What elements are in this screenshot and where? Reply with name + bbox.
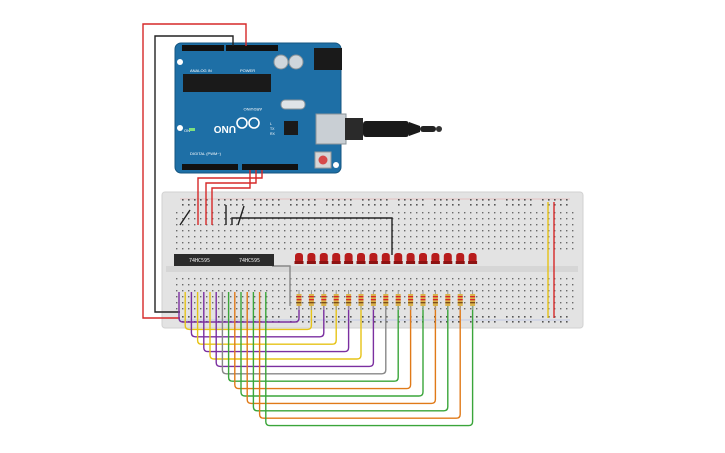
led-9[interactable] — [393, 253, 403, 264]
resistor-3[interactable] — [321, 290, 327, 310]
output-wire-5[interactable] — [203, 292, 350, 353]
resistor-4[interactable] — [333, 290, 339, 310]
wire-5v[interactable] — [142, 23, 247, 319]
chip-1[interactable] — [174, 254, 224, 266]
output-wire-1[interactable] — [178, 292, 300, 323]
output-wires[interactable] — [178, 292, 474, 427]
led-10[interactable] — [406, 253, 416, 264]
output-wire-6[interactable] — [209, 292, 362, 360]
resistor-6[interactable] — [358, 290, 364, 310]
arduino-logo-icon — [236, 117, 260, 129]
resistor-1[interactable] — [296, 290, 302, 310]
led-14[interactable] — [455, 253, 465, 264]
wire-data[interactable] — [197, 170, 263, 225]
header-power-label: POWER — [240, 68, 255, 73]
header-digital-label: DIGITAL (PWM~) — [190, 151, 222, 156]
crystal — [280, 99, 306, 110]
resistor-11[interactable] — [420, 290, 426, 310]
led-8[interactable] — [381, 253, 391, 264]
on-led — [189, 128, 195, 131]
led-15[interactable] — [468, 253, 478, 264]
resistor-10[interactable] — [408, 290, 414, 310]
board-brand-label: ARDUINO — [244, 107, 262, 112]
resistor-row[interactable] — [296, 290, 476, 310]
output-wire-10[interactable] — [234, 292, 412, 390]
chip-2-label: 74HC595 — [239, 258, 260, 264]
chip-1-label: 74HC595 — [189, 258, 210, 264]
output-wire-13[interactable] — [252, 292, 449, 412]
resistor-14[interactable] — [457, 290, 463, 310]
wire-gnd[interactable] — [154, 35, 234, 313]
led-1[interactable] — [294, 253, 304, 264]
resistor-5[interactable] — [346, 290, 352, 310]
wire-gnd-led[interactable] — [231, 217, 393, 255]
resistor-7[interactable] — [370, 290, 376, 310]
output-wire-14[interactable] — [258, 292, 461, 419]
reset-button-icon[interactable] — [318, 155, 328, 165]
wire-gnd-short-3[interactable] — [237, 205, 245, 226]
wire-gnd-short-1[interactable] — [179, 209, 191, 226]
atmega-chip — [183, 74, 271, 92]
output-wire-4[interactable] — [196, 292, 337, 345]
resistor-9[interactable] — [395, 290, 401, 310]
power-jack — [314, 48, 342, 70]
capacitor-1 — [273, 54, 289, 70]
tx-label: TX — [270, 127, 275, 131]
shift-register-chips[interactable]: 74HC595 74HC595 — [174, 254, 274, 266]
wire-gray-cascade[interactable] — [272, 265, 291, 306]
resistor-15[interactable] — [470, 290, 476, 310]
board-model-label: UNO — [214, 123, 236, 134]
output-wire-2[interactable] — [184, 292, 313, 331]
rx-label: RX — [270, 132, 276, 136]
output-wire-9[interactable] — [227, 292, 399, 382]
output-wire-12[interactable] — [246, 292, 437, 405]
output-wire-8[interactable] — [221, 292, 387, 375]
output-wire-11[interactable] — [240, 292, 424, 397]
led-6[interactable] — [356, 253, 366, 264]
led-5[interactable] — [344, 253, 354, 264]
wires[interactable] — [142, 23, 555, 427]
l-label: L — [270, 122, 272, 126]
resistor-13[interactable] — [445, 290, 451, 310]
arduino-uno-board[interactable]: ANALOG IN POWER DIGITAL (PWM~) UNO ARDUI… — [174, 42, 347, 174]
led-4[interactable] — [331, 253, 341, 264]
wire-clock[interactable] — [211, 170, 251, 225]
led-2[interactable] — [306, 253, 316, 264]
chip-2[interactable] — [224, 254, 274, 266]
wire-latch[interactable] — [205, 170, 257, 225]
led-3[interactable] — [319, 253, 329, 264]
output-wire-15[interactable] — [265, 292, 474, 427]
header-analog-label: ANALOG IN — [190, 68, 212, 73]
resistor-12[interactable] — [432, 290, 438, 310]
led-11[interactable] — [418, 253, 428, 264]
usb-port — [315, 113, 347, 145]
output-wire-7[interactable] — [215, 292, 375, 368]
resistor-2[interactable] — [308, 290, 314, 310]
usb-chip — [284, 121, 298, 135]
led-13[interactable] — [443, 253, 453, 264]
resistor-8[interactable] — [383, 290, 389, 310]
led-12[interactable] — [430, 253, 440, 264]
led-row[interactable] — [294, 253, 478, 264]
led-7[interactable] — [368, 253, 378, 264]
output-wire-3[interactable] — [190, 292, 325, 338]
usb-cable-icon[interactable] — [345, 118, 442, 140]
capacitor-2 — [288, 54, 304, 70]
on-led-label: ON — [184, 128, 190, 133]
